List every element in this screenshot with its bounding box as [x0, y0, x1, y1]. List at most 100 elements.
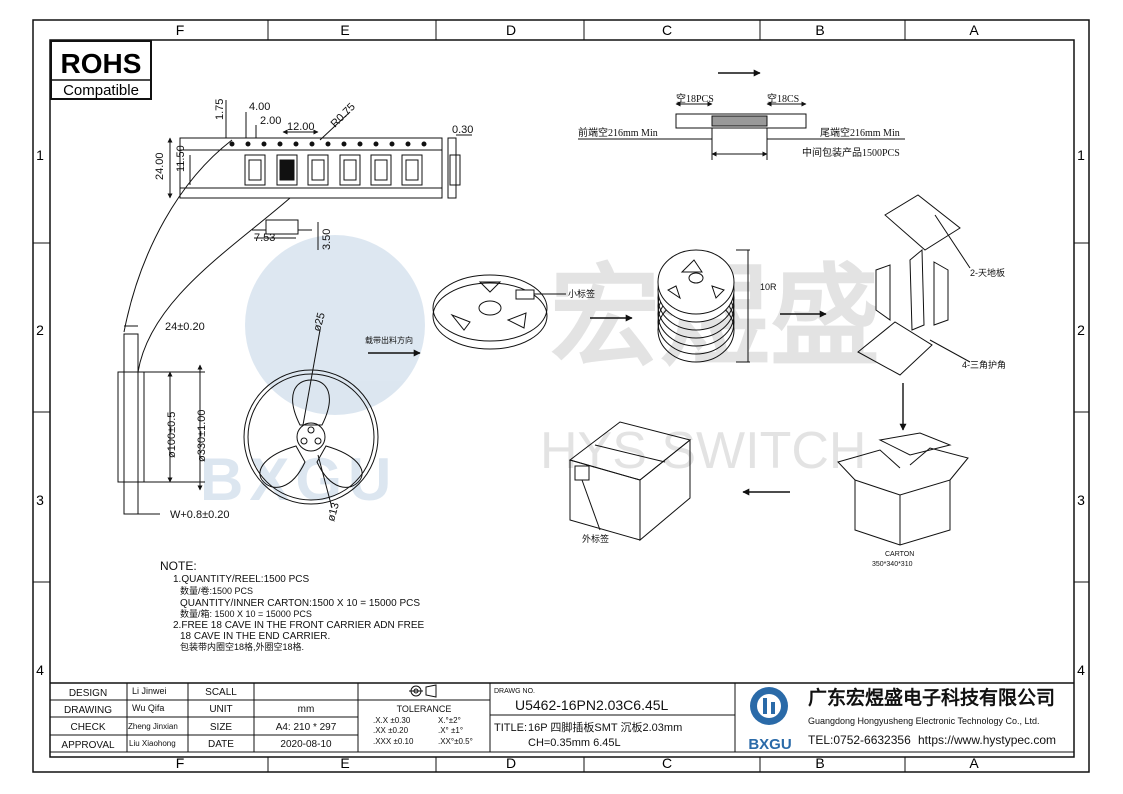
company-url: https://www.hystypec.com — [918, 733, 1056, 747]
leader-end: 尾端空216mm Min — [820, 126, 900, 139]
zone-col-b-bottom: B — [815, 755, 824, 771]
carton-size: 350*340*310 — [872, 561, 913, 568]
date-label: DATE — [208, 739, 234, 750]
outer-frame — [32, 19, 1090, 773]
leader-front: 前端空216mm Min — [578, 126, 658, 139]
zone-col-a-bottom: A — [969, 755, 979, 771]
size-label: SIZE — [210, 722, 233, 733]
dim-1150: 11.50 — [175, 145, 187, 172]
tol-linear-1: .X.X ±0.30 — [373, 716, 411, 725]
dim-w: W+0.8±0.20 — [170, 509, 230, 521]
company-en: Guangdong Hongyusheng Electronic Technol… — [808, 716, 1040, 726]
notes-line-1: 1.QUANTITY/REEL:1500 PCS — [173, 574, 309, 585]
drawing-value: Wu Qifa — [132, 703, 164, 713]
drawing-label: DRAWING — [64, 705, 112, 716]
zone-row-1-right: 1 — [1077, 147, 1085, 163]
title-label: TITLE: — [494, 722, 527, 734]
corner-guard: 4-三角护角 — [962, 359, 1006, 370]
watermark: 宏煜盛 HYS SWITCH BXGU — [200, 235, 880, 513]
unit-value: mm — [298, 704, 315, 715]
zone-row-2-left: 2 — [36, 322, 44, 338]
zone-row-3-left: 3 — [36, 492, 44, 508]
zone-row-4-right: 4 — [1077, 662, 1085, 678]
scall-label: SCALL — [205, 687, 237, 698]
leader-diagram — [578, 69, 905, 160]
notes-line-5: 2.FREE 18 CAVE IN THE FRONT CARRIER ADN … — [173, 620, 424, 631]
dim-175: 1.75 — [214, 99, 226, 120]
check-label: CHECK — [70, 722, 105, 733]
leader-middle: 中间包装产品1500PCS — [802, 146, 900, 159]
dim-25: ø25 — [311, 311, 328, 332]
svg-text:BXGU: BXGU — [748, 736, 791, 753]
reel-drawing — [117, 139, 421, 515]
zone-row-3-right: 3 — [1077, 492, 1085, 508]
dim-200: 2.00 — [260, 115, 281, 127]
title-block — [50, 682, 1074, 753]
zone-row-2-right: 2 — [1077, 322, 1085, 338]
tol-angle-3: .XX°±0.5° — [438, 737, 473, 746]
drawing-no-label: DRAWG NO. — [494, 688, 535, 695]
svg-text:BXGU: BXGU — [200, 446, 397, 513]
rohs-subtitle: Compatible — [63, 82, 139, 99]
feed-direction: 载带出料方向 — [365, 335, 413, 345]
tol-linear-3: .XXX ±0.10 — [373, 737, 414, 746]
dim-w24: 24±0.20 — [165, 321, 205, 333]
notes-line-2: 数量/卷:1500 PCS — [180, 585, 253, 596]
title-line-1: 16P 四脚插板SMT 沉板2.03mm — [528, 720, 682, 734]
tol-linear-2: .XX ±0.20 — [373, 726, 409, 735]
approval-value: Liu Xiaohong — [129, 739, 176, 748]
zone-ticks — [33, 20, 1089, 772]
outer-label: 外标签 — [582, 533, 609, 544]
zone-col-f-top: F — [176, 22, 185, 38]
zone-col-c-top: C — [662, 22, 672, 38]
leader-empty-front: 空18PCS — [676, 92, 714, 105]
qty-10r: 10R — [760, 282, 777, 292]
zone-col-e-bottom: E — [340, 755, 349, 771]
company-cn: 广东宏煜盛电子科技有限公司 — [808, 686, 1055, 709]
leader-empty-end: 空18CS — [767, 92, 799, 105]
drawing-no: U5462-16PN2.03C6.45L — [515, 697, 669, 713]
unit-label: UNIT — [209, 704, 232, 715]
notes-line-7: 包装带内圈空18格,外圈空18格. — [180, 641, 304, 652]
packing-flow — [432, 194, 971, 546]
dim-400: 4.00 — [249, 101, 270, 113]
zone-col-c-bottom: C — [662, 755, 672, 771]
notes-line-3: QUANTITY/INNER CARTON:1500 X 10 = 15000 … — [180, 598, 420, 609]
zone-col-b-top: B — [815, 22, 824, 38]
dim-r075: R0.75 — [329, 101, 358, 130]
notes-line-4: 数量/箱: 1500 X 10 = 15000 PCS — [180, 608, 312, 619]
dim-350: 3.50 — [321, 229, 333, 250]
dim-753: 7.53 — [254, 232, 275, 244]
dim-outer: ø330±1.00 — [196, 409, 208, 462]
design-label: DESIGN — [69, 688, 107, 699]
design-value: Li Jinwei — [132, 686, 167, 696]
tol-angle-1: X.°±2° — [438, 716, 461, 725]
inner-frame — [49, 39, 1075, 758]
tolerance-title: TOLERANCE — [397, 704, 452, 714]
company-logo-icon: BXGU — [748, 687, 792, 753]
zone-col-d-top: D — [506, 22, 516, 38]
dim-030: 0.30 — [452, 124, 473, 136]
rohs-badge: ROHS Compatible — [50, 40, 152, 100]
zone-col-e-top: E — [340, 22, 349, 38]
zone-col-f-bottom: F — [176, 755, 185, 771]
dim-1200: 12.00 — [287, 121, 315, 133]
zone-row-1-left: 1 — [36, 147, 44, 163]
zone-col-a-top: A — [969, 22, 979, 38]
tiandiban: 2-天地板 — [970, 267, 1005, 278]
title-line-2: CH=0.35mm 6.45L — [528, 737, 621, 749]
size-value: A4: 210 * 297 — [276, 722, 337, 733]
carton-label: CARTON — [885, 551, 914, 558]
date-value: 2020-08-10 — [280, 739, 332, 750]
rohs-title: ROHS — [61, 48, 142, 79]
tol-angle-2: .X° ±1° — [438, 726, 463, 735]
dim-hub: ø100±0.5 — [166, 412, 178, 458]
approval-label: APPROVAL — [61, 740, 115, 751]
dim-13: ø13 — [325, 501, 342, 522]
small-label: 小标签 — [568, 288, 595, 299]
projection-symbol-icon — [409, 684, 437, 698]
zone-row-4-left: 4 — [36, 662, 44, 678]
zone-col-d-bottom: D — [506, 755, 516, 771]
company-tel: TEL:0752-6632356 — [808, 733, 911, 747]
